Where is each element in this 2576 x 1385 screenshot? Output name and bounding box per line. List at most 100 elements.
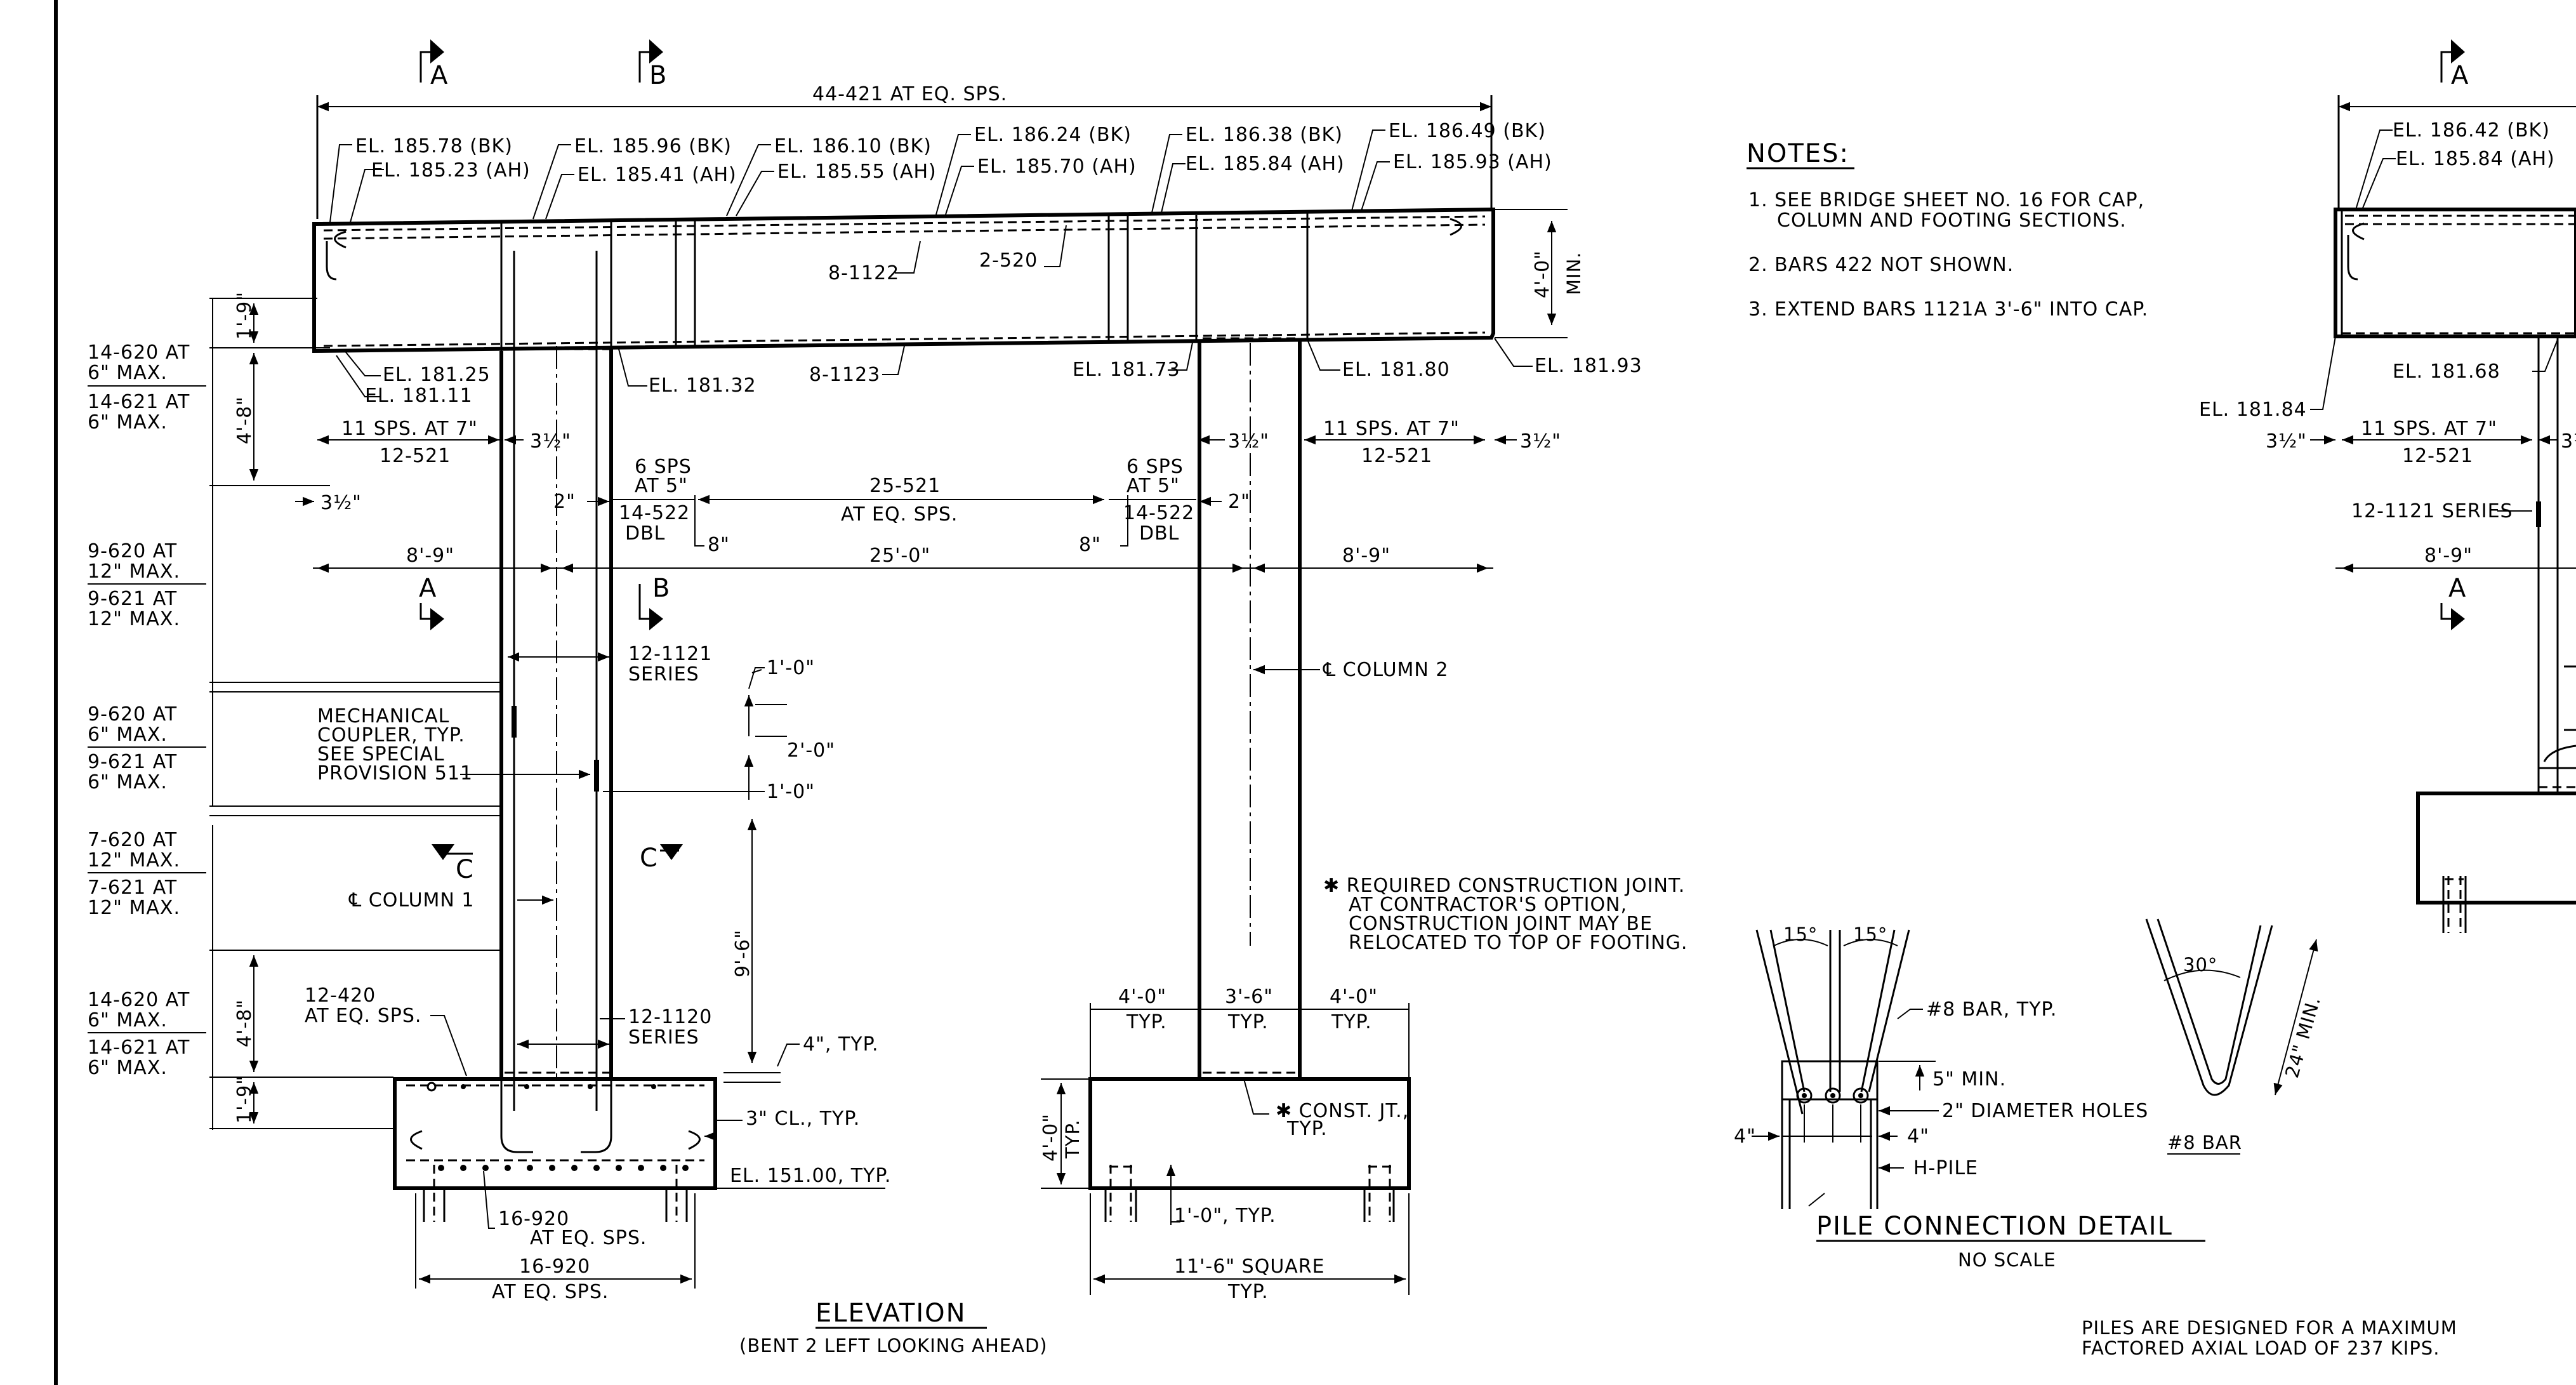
dim-8-left: 8" xyxy=(708,534,730,556)
bar-16-920-a-sps: AT EQ. SPS. xyxy=(530,1227,647,1249)
el-3-ah: EL. 185.55 (AH) xyxy=(777,161,937,183)
elevation-drawing: A B 44-421 AT EQ. SPS. xyxy=(88,39,1688,1356)
bar-25-521: 25-521 xyxy=(869,475,941,497)
coupler-line-1: MECHANICAL xyxy=(317,705,449,727)
el-6-ah: EL. 185.93 (AH) xyxy=(1393,151,1552,173)
note-1: 1. SEE BRIDGE SHEET NO. 16 FOR CAP, xyxy=(1748,189,2144,211)
dim-1-0-lower: 1'-0" xyxy=(767,781,815,803)
dim-9-6: 9'-6" xyxy=(732,929,754,977)
col2-centerline: ℄ COLUMN 2 xyxy=(1323,659,1449,681)
el-bottom-right-end: EL. 181.93 xyxy=(1535,355,1642,377)
at-5-left: AT 5" xyxy=(635,475,688,497)
bar-angle-30: 30° xyxy=(2183,954,2217,976)
el-2-ah: EL. 185.41 (AH) xyxy=(578,164,737,186)
el-1-bk: EL. 185.78 (BK) xyxy=(355,135,513,157)
el-bottom-col1-right: EL. 181.32 xyxy=(649,374,756,397)
footing-1: 3" CL., TYP. EL. 151.00, TYP. 16-920 AT … xyxy=(393,1077,891,1303)
bar-12-420-sps: AT EQ. SPS. xyxy=(305,1005,421,1027)
el-1-ah: EL. 185.23 (AH) xyxy=(371,159,531,182)
el-5-ah: EL. 185.84 (AH) xyxy=(1186,153,1345,175)
dim-25-0: 25'-0" xyxy=(869,545,930,567)
left-bar-9b: 6" MAX. xyxy=(88,1009,168,1031)
ftg-1-0-typ: 1'-0", TYP. xyxy=(1174,1205,1276,1227)
el-bottom-left-lower: EL. 181.11 xyxy=(365,385,473,407)
bar-12-1120: 12-1120 xyxy=(628,1006,712,1028)
left-bar-3a: 9-620 AT xyxy=(88,540,177,562)
bar-14-522-right: 14-522 xyxy=(1123,502,1194,524)
dim-8-right: 8" xyxy=(1079,534,1101,556)
right-el-bk: EL. 186.42 (BK) xyxy=(2393,119,2550,142)
dim-3-5-col2: 3½" xyxy=(1228,430,1269,453)
right-dim-8-9: 8'-9" xyxy=(2424,545,2473,567)
notes-heading: NOTES: xyxy=(1747,139,1849,168)
bar-detail-title: #8 BAR xyxy=(2167,1132,2242,1153)
el-4-bk: EL. 186.24 (BK) xyxy=(974,124,1132,146)
section-mark-a-top: A xyxy=(419,39,447,90)
cap-depth-min: MIN. xyxy=(1563,252,1585,296)
section-label-a-low: A xyxy=(419,574,437,603)
left-bar-4b: 12" MAX. xyxy=(88,608,180,630)
pile-4-left: 4" xyxy=(1734,1125,1756,1148)
left-dim-stack: 1'-9" 4'-8" 4'-8" 1'-9" xyxy=(209,291,501,1130)
at-5-right: AT 5" xyxy=(1126,475,1180,497)
ftg-depth: 4'-0" xyxy=(1040,1113,1062,1162)
pile-4-right: 4" xyxy=(1907,1125,1929,1148)
left-bar-7a: 7-620 AT xyxy=(88,829,177,851)
bar-min-24: 24" MIN. xyxy=(2281,994,2325,1080)
left-bar-3b: 12" MAX. xyxy=(88,560,180,583)
coupler-line-2: COUPLER, TYP. xyxy=(317,724,465,746)
dim-1-9-bottom: 1'-9" xyxy=(234,1075,256,1123)
series-1121: SERIES xyxy=(628,663,699,686)
note-2: 2. BARS 422 NOT SHOWN. xyxy=(1748,254,2014,276)
joint-note-2: AT CONTRACTOR'S OPTION, xyxy=(1349,894,1627,916)
left-bar-5b: 6" MAX. xyxy=(88,724,168,746)
dim-3-5-lower: 3½" xyxy=(320,492,362,514)
cap-beam xyxy=(312,207,1495,354)
note-3: 3. EXTEND BARS 1121A 3'-6" INTO CAP. xyxy=(1748,298,2148,321)
const-jt-typ: TYP. xyxy=(1286,1118,1328,1140)
bar-12-521-left: 12-521 xyxy=(380,445,451,467)
notes-block: NOTES: 1. SEE BRIDGE SHEET NO. 16 FOR CA… xyxy=(1747,139,2148,321)
left-bar-6a: 9-621 AT xyxy=(88,751,177,773)
dbl-left: DBL xyxy=(625,522,665,545)
el-151: EL. 151.00, TYP. xyxy=(730,1165,891,1187)
series-1120: SERIES xyxy=(628,1026,699,1049)
coupler-line-4: PROVISION 511 xyxy=(317,762,473,785)
section-mark-b-top: B xyxy=(638,39,666,90)
section-label-a-right-low: A xyxy=(2448,574,2467,603)
column-1 xyxy=(499,251,613,1111)
left-bar-10b: 6" MAX. xyxy=(88,1057,168,1079)
pile-detail-subtitle: NO SCALE xyxy=(1958,1249,2056,1271)
left-bar-7b: 12" MAX. xyxy=(88,849,180,871)
dbl-right: DBL xyxy=(1139,522,1179,545)
sps-6-right: 6 SPS xyxy=(1126,456,1184,478)
elevation-title: ELEVATION xyxy=(816,1299,967,1328)
left-bar-2a: 14-621 AT xyxy=(88,391,190,413)
left-bar-8a: 7-621 AT xyxy=(88,877,177,899)
joint-note-4: RELOCATED TO TOP OF FOOTING. xyxy=(1349,932,1688,954)
section-label-c-left: C xyxy=(456,855,475,884)
el-5-bk: EL. 186.38 (BK) xyxy=(1186,124,1343,146)
left-bar-8b: 12" MAX. xyxy=(88,897,180,919)
left-bar-5a: 9-620 AT xyxy=(88,703,177,726)
dim-3-5-right: 3½" xyxy=(1520,430,1561,453)
section-mark-a-low: A xyxy=(419,574,444,630)
bar-16-920-a: 16-920 xyxy=(498,1208,569,1230)
bar-12-420: 12-420 xyxy=(305,984,376,1007)
dim-8-9-right: 8'-9" xyxy=(1342,545,1390,567)
top-bar-dim: 44-421 AT EQ. SPS. xyxy=(812,83,1007,105)
pile-bar-label: #8 BAR, TYP. xyxy=(1926,998,2057,1021)
left-bar-1a: 14-620 AT xyxy=(88,341,190,364)
right-el-ah: EL. 185.84 (AH) xyxy=(2396,148,2555,170)
ftg-3-6: 3'-6" xyxy=(1225,986,1273,1008)
dim-4-8-bottom: 4'-8" xyxy=(234,999,256,1047)
bar-12-1121: 12-1121 xyxy=(628,643,712,665)
coupler-line-3: SEE SPECIAL xyxy=(317,743,445,765)
sps-11-right: 11 SPS. AT 7" xyxy=(1323,418,1460,440)
elevation-subtitle: (BENT 2 LEFT LOOKING AHEAD) xyxy=(739,1335,1048,1356)
section-label-a-right: A xyxy=(2451,61,2469,90)
dim-1-9-top: 1'-9" xyxy=(234,291,256,340)
pile-hpile: H-PILE xyxy=(1913,1157,1978,1179)
el-bottom-left-upper: EL. 181.25 xyxy=(383,364,491,386)
col1-centerline: ℄ COLUMN 1 xyxy=(348,889,475,911)
